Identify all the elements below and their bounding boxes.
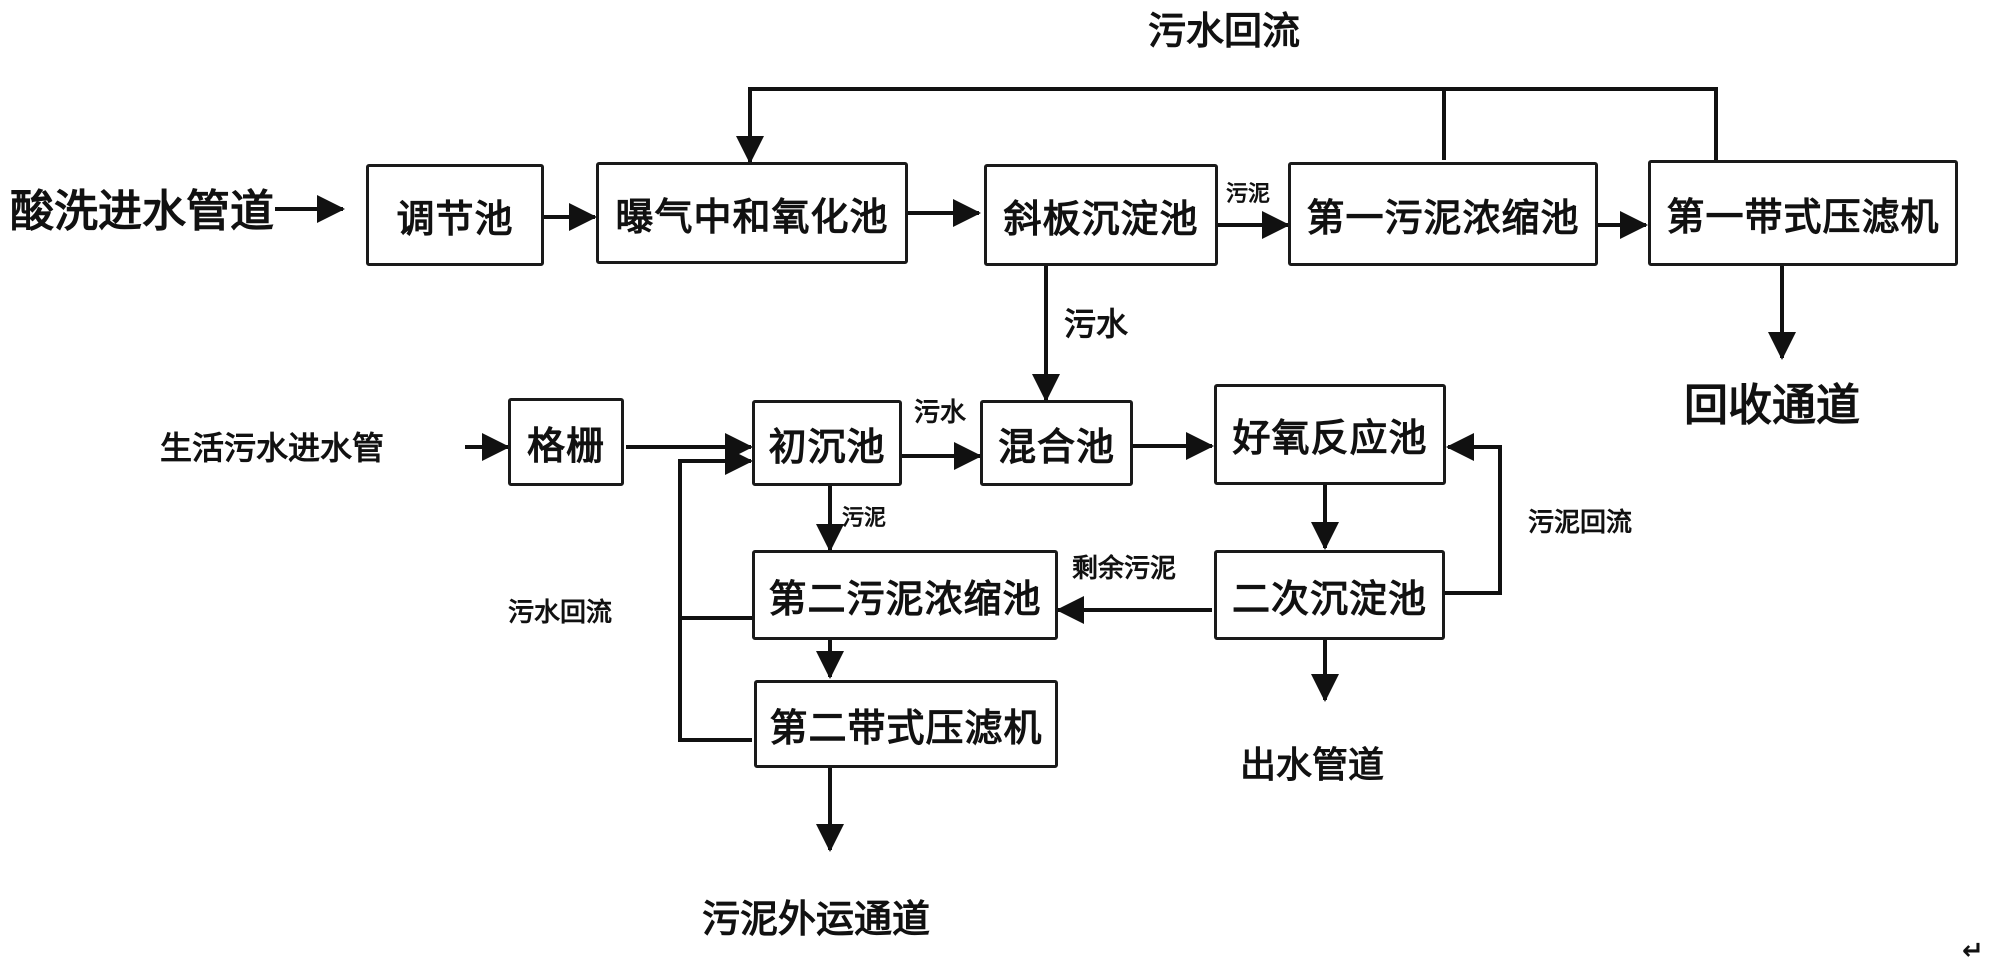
label-left-return: 污水回流 bbox=[508, 598, 613, 628]
node-tiaojie: 调节池 bbox=[366, 164, 544, 266]
edge-left-return bbox=[678, 447, 753, 742]
node-nongsuo1: 第一污泥浓缩池 bbox=[1288, 162, 1598, 266]
node-hunhe: 混合池 bbox=[980, 400, 1133, 486]
node-nongsuo2: 第二污泥浓缩池 bbox=[752, 550, 1058, 640]
label-outlet-water: 出水管道 bbox=[1240, 745, 1385, 786]
label-sewage2: 污水 bbox=[914, 398, 967, 428]
node-erci: 二次沉淀池 bbox=[1214, 550, 1445, 640]
label-excess-sludge: 剩余污泥 bbox=[1072, 554, 1177, 584]
label-sludge-b: 污泥 bbox=[842, 506, 887, 531]
node-haoyang: 好氧反应池 bbox=[1214, 384, 1446, 485]
node-chuchen: 初沉池 bbox=[752, 400, 902, 486]
label-return-mark: ↵ bbox=[1962, 936, 1984, 966]
label-sludge-a: 污泥 bbox=[1226, 182, 1271, 207]
node-geshan: 格栅 bbox=[508, 398, 624, 486]
node-xieban: 斜板沉淀池 bbox=[984, 164, 1218, 266]
label-recovery: 回收通道 bbox=[1684, 380, 1860, 431]
node-yalv2: 第二带式压滤机 bbox=[754, 680, 1058, 768]
label-inlet-domestic: 生活污水进水管 bbox=[160, 429, 385, 467]
edge-sludge-return bbox=[1445, 433, 1502, 595]
label-inlet-acid: 酸洗进水管道 bbox=[10, 186, 274, 237]
label-sludge-return: 污泥回流 bbox=[1528, 508, 1633, 538]
edge-top-return bbox=[736, 87, 1718, 164]
label-top-return: 污水回流 bbox=[1148, 9, 1301, 53]
label-sludge-out: 污泥外运通道 bbox=[702, 897, 931, 941]
node-puqi: 曝气中和氧化池 bbox=[596, 162, 908, 264]
label-sewage1: 污水 bbox=[1064, 305, 1129, 343]
node-yalv1: 第一带式压滤机 bbox=[1648, 160, 1958, 266]
